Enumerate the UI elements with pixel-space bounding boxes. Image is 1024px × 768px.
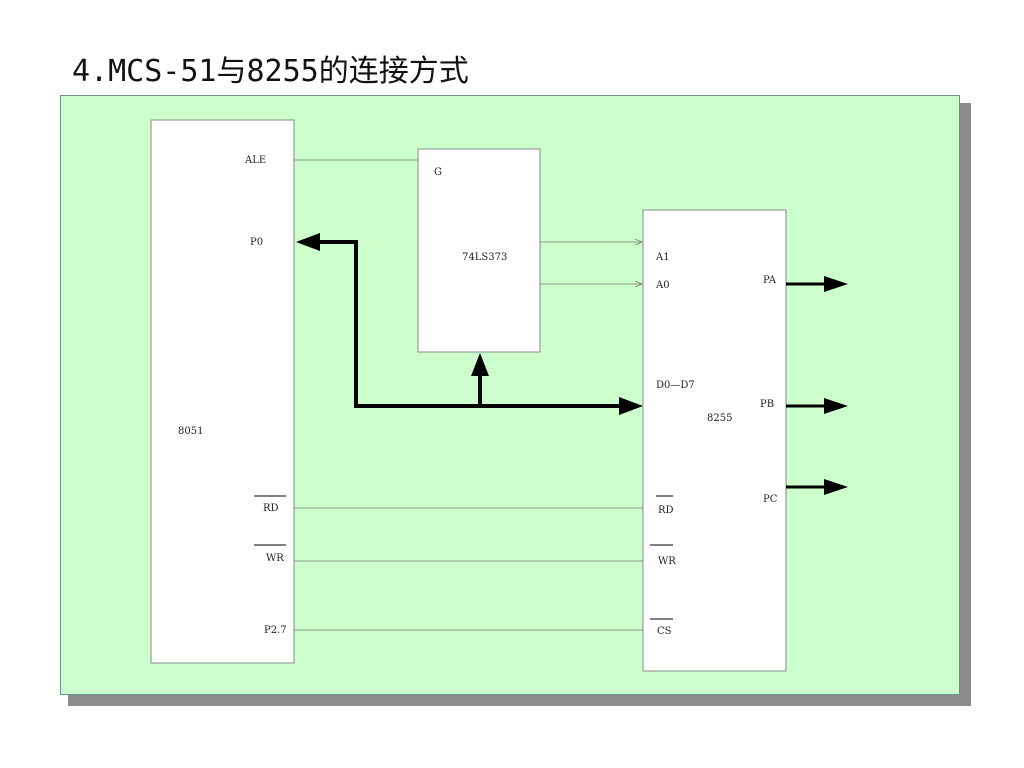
bus-arrowhead-74ls373 bbox=[471, 353, 489, 376]
chip-74ls373 bbox=[417, 148, 541, 353]
pin-label-data: D0—D7 bbox=[656, 380, 695, 391]
pin-label-cs: CS bbox=[657, 626, 672, 637]
data-bus bbox=[318, 240, 620, 408]
pin-label-ale: ALE bbox=[244, 155, 266, 166]
pin-label-g: G bbox=[434, 167, 442, 178]
pa-arrowhead bbox=[824, 276, 848, 292]
pin-label-pb: PB bbox=[760, 399, 774, 410]
pin-label-pa: PA bbox=[763, 275, 777, 286]
pin-label-rd-8051: RD bbox=[263, 503, 279, 514]
port-arrows bbox=[786, 282, 826, 489]
pin-label-wr-8255: WR bbox=[658, 556, 676, 567]
chip-label-74ls373: 74LS373 bbox=[462, 252, 507, 263]
pb-arrowhead bbox=[824, 398, 848, 414]
pin-label-wr-8051: WR bbox=[266, 553, 284, 564]
pin-label-a1: A1 bbox=[655, 252, 670, 263]
pin-label-p0: P0 bbox=[250, 237, 263, 248]
chip-label-8255: 8255 bbox=[707, 413, 732, 424]
chip-8255 bbox=[642, 209, 787, 672]
pin-label-a0: A0 bbox=[655, 280, 670, 291]
chip-label-8051: 8051 bbox=[178, 426, 203, 437]
pc-arrowhead bbox=[824, 479, 848, 495]
page-title: 4.MCS-51与8255的连接方式 bbox=[72, 54, 469, 89]
active-low-overbars bbox=[254, 495, 673, 620]
bus-arrowhead-8255 bbox=[619, 397, 643, 415]
pin-label-p27: P2.7 bbox=[264, 625, 287, 636]
chip-8051 bbox=[150, 119, 295, 664]
pin-label-pc: PC bbox=[763, 494, 778, 505]
bus-arrowhead-p0 bbox=[296, 233, 320, 251]
pin-label-rd-8255: RD bbox=[658, 505, 674, 516]
